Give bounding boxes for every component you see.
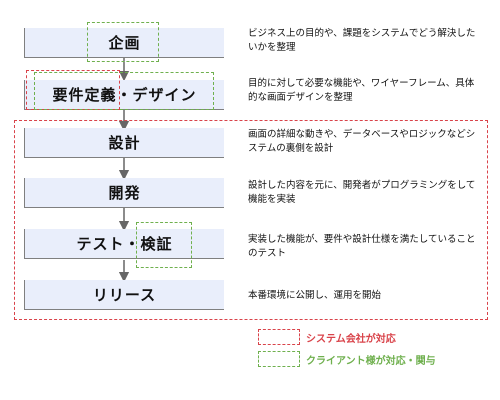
step-planning-desc: ビジネス上の目的や、課題をシステムでどう解決したいかを整理: [248, 28, 476, 53]
legend-company-label: システム会社が対応: [306, 334, 396, 345]
client-outline-planning: [87, 22, 159, 62]
step-system-design: 設計: [24, 128, 224, 158]
step-development-desc: 設計した内容を元に、開発者がプログラミングをして機能を実装: [248, 180, 476, 205]
step-planning: 企画: [24, 28, 224, 58]
step-development-label: 開発: [108, 184, 141, 202]
step-testing-desc: 実装した機能が、要件や設計仕様を満たしていることのテスト: [248, 234, 476, 259]
step-requirements-design-desc: 目的に対して必要な機能や、ワイヤーフレーム、具体的な画面デザインを整理: [248, 78, 475, 103]
step-release-label: リリース: [92, 286, 157, 304]
legend-client-swatch: [258, 351, 300, 367]
step-testing: テスト・検証: [24, 229, 224, 259]
step-requirements-design-label: 要件定義・デザイン: [52, 86, 197, 104]
client-outline-requirements: [34, 72, 214, 110]
client-outline-testing: [136, 222, 192, 268]
step-release: リリース: [24, 280, 224, 310]
legend-company-swatch: [258, 329, 300, 345]
step-system-design-desc: 画面の詳細な動きや、データベースやロジックなどシステムの裏側を設計: [248, 129, 476, 154]
step-testing-label: テスト・検証: [76, 235, 173, 253]
step-planning-label: 企画: [108, 34, 141, 52]
step-release-desc: 本番環境に公開し、運用を開始: [248, 290, 382, 301]
step-system-design-label: 設計: [108, 134, 141, 152]
step-development: 開発: [24, 178, 224, 208]
company-outline-build-phases: [14, 120, 488, 320]
legend-client-label: クライアント様が対応・関与: [306, 356, 436, 367]
